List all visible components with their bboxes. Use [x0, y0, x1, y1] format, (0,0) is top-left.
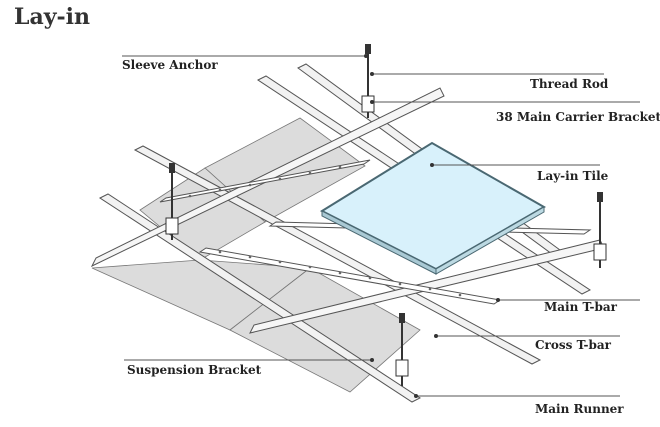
diagram-title: Lay-in [14, 4, 90, 30]
leader-dots [364, 54, 500, 398]
label-main-carrier-bracket: 38 Main Carrier Bracket [496, 110, 660, 124]
main-runner [98, 193, 422, 403]
installed-panels [91, 117, 421, 393]
cross-t-bar [159, 159, 371, 203]
label-thread-rod: Thread Rod [530, 77, 609, 91]
label-lay-in-tile: Lay-in Tile [537, 169, 609, 183]
t-bar-perforations [188, 165, 462, 297]
carrier-brackets [165, 95, 607, 377]
label-sleeve-anchor: Sleeve Anchor [122, 58, 218, 72]
sleeve-anchors [169, 44, 603, 323]
carrier-channels [90, 87, 605, 334]
carrier-channel [90, 87, 445, 268]
label-cross-t-bar: Cross T-bar [535, 338, 611, 352]
label-main-t-bar: Main T-bar [544, 300, 617, 314]
lay-in-tile-edge [435, 206, 545, 275]
leader-lines [122, 55, 640, 397]
label-main-runner: Main Runner [535, 402, 624, 416]
label-suspension-bracket: Suspension Bracket [127, 363, 262, 377]
